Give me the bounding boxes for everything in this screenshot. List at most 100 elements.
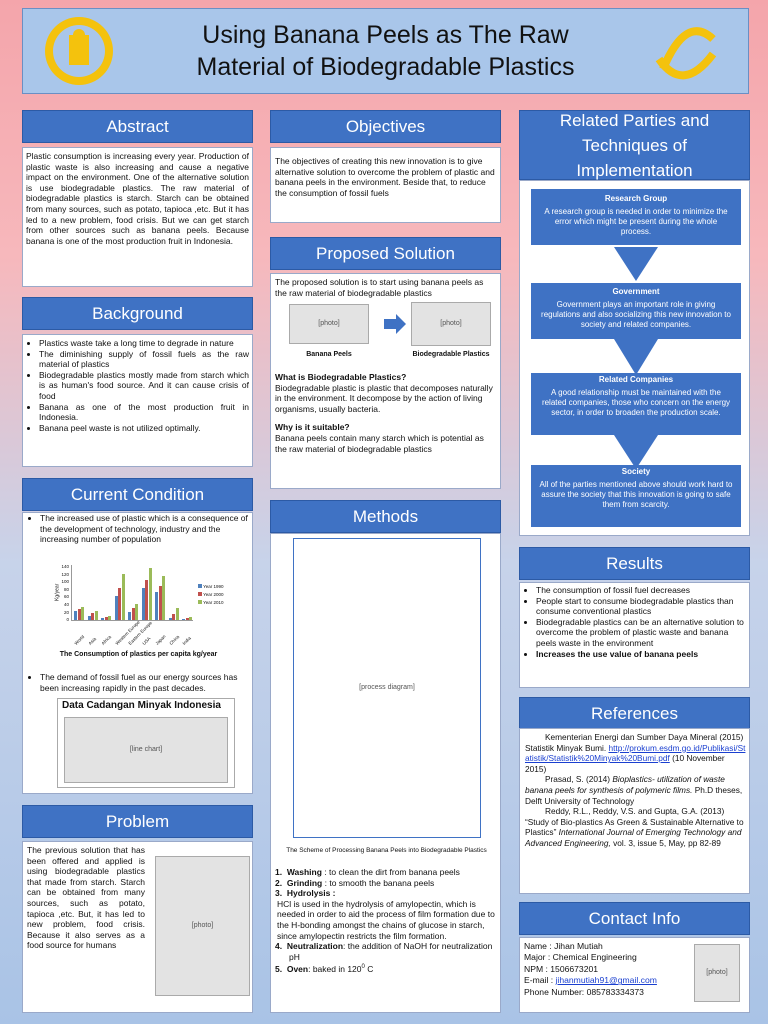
bar bbox=[162, 576, 166, 620]
bar bbox=[101, 618, 105, 620]
legend-swatch bbox=[198, 584, 202, 588]
methods-header: Methods bbox=[270, 500, 501, 533]
x-tick-label: India bbox=[181, 635, 193, 646]
bar bbox=[131, 608, 135, 620]
bar bbox=[114, 596, 118, 620]
hydrolysis-description: HCl is used in the hydrolysis of amylope… bbox=[277, 898, 495, 941]
legend-swatch bbox=[198, 592, 202, 596]
bar bbox=[104, 617, 108, 620]
contact-panel: Name : Jihan Mutiah Major : Chemical Eng… bbox=[519, 937, 750, 1013]
current-item-plastic: The increased use of plastic which is a … bbox=[40, 513, 248, 545]
results-item: Increases the use value of banana peels bbox=[536, 649, 746, 660]
background-item: Banana as one of the most production fru… bbox=[39, 402, 249, 423]
results-panel: The consumption of fossil fuel decreases… bbox=[519, 582, 750, 688]
contact-major: Major : Chemical Engineering bbox=[524, 952, 637, 963]
chart-legend: Year 1990 Year 2000 Year 2010 bbox=[198, 583, 224, 607]
results-item: The consumption of fossil fuel decreases bbox=[536, 585, 746, 596]
method-step-grinding: 2. Grinding : to smooth the banana peels bbox=[275, 877, 435, 888]
reference-2: Prasad, S. (2014) Bioplastics- utilizati… bbox=[525, 774, 743, 806]
references-header: References bbox=[519, 697, 750, 730]
background-item: Biodegradable plastics mostly made from … bbox=[39, 370, 249, 402]
related-parties-header: Related Parties and Techniques of Implem… bbox=[519, 110, 750, 180]
background-header: Background bbox=[22, 297, 253, 330]
proposed-solution-panel: The proposed solution is to start using … bbox=[270, 273, 501, 489]
y-tick: 100 bbox=[61, 579, 69, 585]
background-item: Plastics waste take a long time to degra… bbox=[39, 338, 249, 349]
reference-1-link[interactable]: http://prokum.esdm.go.id/Publikasi/Stati… bbox=[525, 742, 746, 764]
bar bbox=[148, 568, 152, 620]
legend-item: Year 1990 bbox=[198, 583, 224, 591]
results-item: Biodegradable plastics can be an alterna… bbox=[536, 617, 746, 649]
problem-image: [photo] bbox=[155, 856, 250, 996]
bar bbox=[158, 586, 162, 620]
flow-arrow-icon bbox=[614, 339, 658, 375]
chart-y-ticks: 140 120 100 80 60 40 20 0 bbox=[57, 563, 69, 624]
background-item: The diminishing supply of fossil fuels a… bbox=[39, 349, 249, 370]
results-item: People start to consume biodegradable pl… bbox=[536, 596, 746, 617]
title-banner: Using Banana Peels as The Raw Material o… bbox=[22, 8, 749, 94]
y-tick: 20 bbox=[63, 609, 69, 615]
contact-header: Contact Info bbox=[519, 902, 750, 935]
bar bbox=[108, 616, 112, 620]
banana-peels-image: [photo] bbox=[289, 304, 369, 344]
bar bbox=[87, 616, 91, 620]
flow-arrow-icon bbox=[614, 435, 658, 469]
process-scheme-caption: The Scheme of Processing Banana Peels in… bbox=[286, 847, 487, 854]
y-tick: 80 bbox=[63, 586, 69, 592]
bar bbox=[175, 608, 179, 620]
method-step-washing: 1. Washing : to clean the dirt from bana… bbox=[275, 867, 460, 877]
partner-logo-icon bbox=[643, 19, 729, 89]
bar bbox=[121, 574, 125, 620]
bar bbox=[141, 588, 145, 620]
references-panel: Kementerian Energi dan Sumber Daya Miner… bbox=[519, 728, 750, 894]
contact-npm: NPM : 1506673201 bbox=[524, 963, 599, 974]
process-scheme-image: [process diagram] bbox=[293, 538, 481, 838]
related-parties-panel: Research Group A research group is neede… bbox=[519, 180, 750, 536]
banana-peels-caption: Banana Peels bbox=[306, 351, 352, 358]
bar bbox=[189, 616, 193, 620]
reference-1: Kementerian Energi dan Sumber Daya Miner… bbox=[525, 732, 746, 774]
bar bbox=[128, 612, 132, 620]
oil-reserve-chart: Data Cadangan Minyak Indonesia [line cha… bbox=[57, 698, 235, 788]
method-step-neutralization: 4. Neutralization: the addition of NaOH … bbox=[275, 941, 493, 962]
bar bbox=[185, 618, 189, 620]
bar bbox=[81, 607, 84, 620]
objectives-panel: The objectives of creating this new inno… bbox=[270, 147, 501, 223]
bar bbox=[74, 611, 77, 620]
proposed-solution-header: Proposed Solution bbox=[270, 237, 501, 270]
y-tick: 120 bbox=[61, 571, 69, 577]
bar bbox=[118, 588, 122, 620]
x-tick-label: Asia bbox=[86, 636, 97, 646]
method-step-hydrolysis: 3. Hydrolysis : bbox=[275, 888, 336, 899]
flow-box-government: Government Government plays an important… bbox=[531, 283, 741, 339]
contact-name: Name : Jihan Mutiah bbox=[524, 941, 603, 951]
bar bbox=[91, 613, 95, 620]
biodegradable-plastics-caption: Biodegradable Plastics bbox=[412, 351, 490, 358]
reference-3: Reddy, R.L., Reddy, V.S. and Gupta, G.A.… bbox=[525, 806, 744, 848]
method-step-oven: 5. Oven: baked in 1200 C bbox=[275, 964, 374, 975]
methods-panel: [process diagram] The Scheme of Processi… bbox=[270, 533, 501, 1013]
legend-item: Year 2000 bbox=[198, 591, 224, 599]
y-tick: 40 bbox=[63, 601, 69, 607]
answer-what: Biodegradable plastic is plastic that de… bbox=[275, 382, 493, 414]
bar bbox=[145, 580, 149, 620]
problem-header: Problem bbox=[22, 805, 253, 838]
flow-arrow-icon bbox=[614, 247, 658, 281]
university-logo-icon bbox=[39, 13, 119, 89]
current-item-fuel: The demand of fossil fuel as our energy … bbox=[40, 672, 248, 693]
bar-chart-caption: The Consumption of plastics per capita k… bbox=[59, 651, 218, 658]
avatar: [photo] bbox=[694, 944, 740, 1002]
contact-email-link[interactable]: jihanmutiah91@gmail.com bbox=[555, 975, 657, 986]
problem-text: The previous solution that has been offe… bbox=[27, 845, 145, 951]
current-condition-panel: The increased use of plastic which is a … bbox=[22, 512, 253, 794]
bar bbox=[182, 619, 186, 620]
abstract-text: Plastic consumption is increasing every … bbox=[26, 151, 249, 246]
background-panel: Plastics waste take a long time to degra… bbox=[22, 334, 253, 467]
flow-box-society: Society All of the parties mentioned abo… bbox=[531, 465, 741, 527]
objectives-text: The objectives of creating this new inno… bbox=[275, 156, 495, 198]
question-why: Why is it suitable? bbox=[275, 422, 350, 433]
contact-email-row: E-mail : jihanmutiah91@gmail.com bbox=[524, 975, 657, 986]
bar bbox=[94, 611, 98, 620]
